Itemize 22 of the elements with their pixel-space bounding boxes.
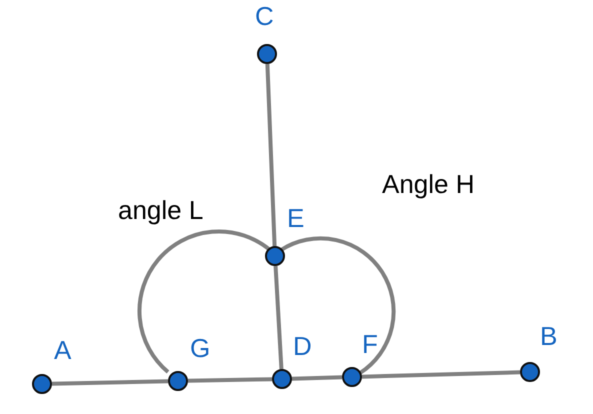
point-label: C: [255, 2, 274, 30]
point-dot: [342, 367, 362, 387]
point-dot: [32, 374, 52, 394]
angle-label: Angle H: [382, 170, 474, 198]
line-segment: [52, 379, 168, 386]
point-dot: [520, 362, 540, 382]
line-segment: [362, 370, 520, 379]
point-label: G: [190, 334, 210, 362]
point-dot: [272, 369, 292, 389]
point-dot: [265, 246, 285, 266]
point-label: A: [54, 336, 72, 364]
point-label: E: [287, 204, 304, 232]
line-segment: [274, 266, 284, 370]
line-segment: [265, 64, 277, 246]
point-dot: [168, 371, 188, 391]
point-label: D: [293, 332, 312, 360]
point-label: B: [540, 322, 558, 350]
point-label: F: [362, 330, 378, 358]
angle-label: angle L: [118, 196, 204, 224]
point-dot: [257, 44, 277, 64]
line-segment: [188, 377, 272, 383]
line-segment: [292, 375, 342, 381]
